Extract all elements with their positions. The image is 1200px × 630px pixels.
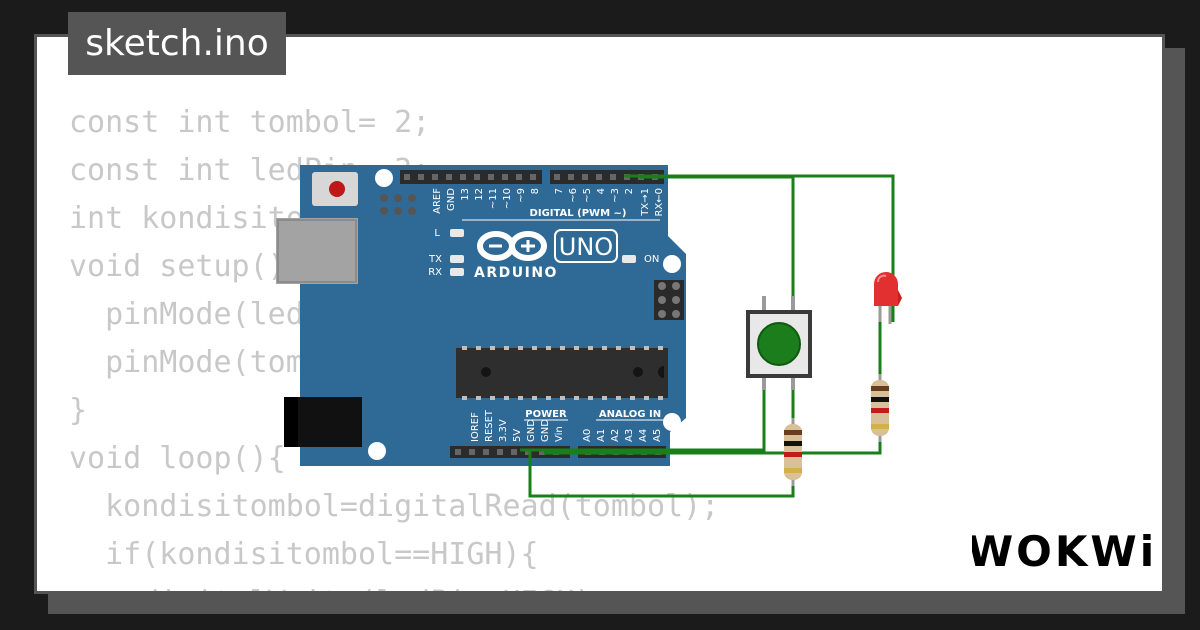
pin-label: Vin [554,426,565,442]
wire-pin3-to-led[interactable] [624,174,895,322]
pin-label: 8 [530,188,541,194]
arduino-uno-board[interactable]: AREF GND 13 12 ~11 ~10 ~9 8 7 ~6 ~5 4 ~3… [276,165,686,466]
pin-label: GND [526,419,537,442]
pin-label: ~6 [568,188,579,203]
pin-label: 7 [554,188,565,194]
mounting-hole [663,413,681,431]
wire-5v-to-button[interactable] [520,388,766,452]
pin-label: 13 [460,188,471,201]
pin-label: GND [540,419,551,442]
pin-label: 3.3V [498,419,509,442]
resistor-led[interactable] [871,374,889,442]
led-label-l: L [434,228,440,239]
arduino-brand-label: ARDUINO [474,265,558,281]
analog-header-label: ANALOG IN [599,409,661,420]
led-l [450,229,464,237]
resistor-pulldown[interactable] [784,418,802,486]
wokwi-logo: WOKWi [972,527,1152,576]
pin-label: ~11 [488,188,499,209]
pin-label: A3 [624,429,635,442]
code-line: const int tombol= 2; [69,105,431,140]
wire-gnd-to-resistor[interactable] [528,452,795,498]
red-led[interactable] [874,272,902,324]
pin-label: ~9 [516,188,527,203]
led-label-tx: TX [428,254,442,265]
led-tx [450,255,464,263]
usb-connector [276,218,358,284]
led-label-rx: RX [428,267,442,278]
pin-label: A0 [582,429,593,442]
digital-header-right [550,170,664,184]
pin-label: 12 [474,188,485,201]
mounting-hole [663,255,681,273]
file-tab[interactable]: sketch.ino [68,12,286,75]
pin-label: 4 [596,188,607,194]
mounting-hole [375,169,393,187]
led-on [622,255,636,263]
icsp-header [654,280,684,320]
pin-label: 2 [624,188,635,194]
code-line: } [69,393,88,428]
pin-label: GND [446,188,457,211]
pin-label: A4 [638,429,649,442]
code-line: void loop(){ [69,441,286,476]
led-label-on: ON [644,254,659,265]
pin-label: IOREF [470,412,481,442]
pin-label: RESET [484,409,495,442]
power-header-label: POWER [525,409,567,420]
pin-label: RX←0 [654,188,665,217]
code-line: digitalWrite(ledPin,HIGH); [69,579,719,591]
pin-label: ~5 [582,188,593,203]
analog-pin-labels: A0 A1 A2 A3 A4 A5 [582,429,663,442]
digital-header-left [400,170,542,184]
pin-label: A5 [652,429,663,442]
mounting-hole [368,442,386,460]
uno-badge [554,229,618,263]
led-rx [450,268,464,276]
pin-label: ~3 [610,188,621,203]
pin-label: AREF [432,188,443,214]
pin-label: TX→1 [640,188,651,217]
icsp-header [380,194,416,215]
atmega-chip [456,348,668,398]
pin-label: A1 [596,429,607,442]
logo-text: WOKWi [972,527,1152,576]
pin-label: ~10 [502,188,513,209]
board-model-label: UNO [559,233,613,261]
pushbutton-cap[interactable] [758,323,800,365]
pushbutton[interactable] [746,296,812,390]
pin-label: A2 [610,429,621,442]
power-pin-labels: IOREF RESET 3.3V 5V GND GND Vin [470,409,565,442]
arduino-logo-icon [477,231,547,261]
pin-label: 5V [512,429,523,442]
digital-pin-labels: AREF GND 13 12 ~11 ~10 ~9 8 7 ~6 ~5 4 ~3… [432,188,665,217]
reset-button-cap[interactable] [329,181,345,197]
digital-header-label: DIGITAL (PWM ~) [530,208,627,219]
code-line: if(kondisitombol==HIGH){ [69,537,539,572]
